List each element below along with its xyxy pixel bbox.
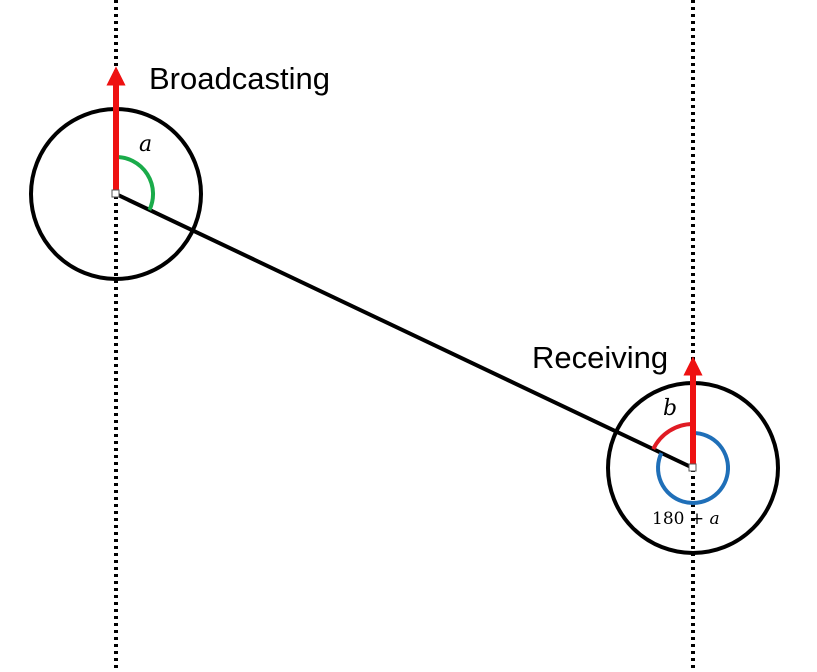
angle-180-plus-a-arc (656, 431, 730, 505)
formula-variable: a (710, 509, 720, 529)
angle-180-plus-a-label: 180 + a (652, 509, 720, 529)
receiving-label: Receiving (532, 340, 668, 375)
broadcasting-label: Broadcasting (149, 61, 330, 96)
angle-b-arc (651, 422, 694, 451)
formula-number: 180 + (652, 509, 710, 529)
broadcasting-center-marker (111, 189, 120, 198)
bearing-line (115, 192, 694, 470)
angle-a-label: a (139, 132, 152, 157)
angle-b-label: b (663, 396, 677, 421)
angle-a-arc (115, 154, 156, 211)
receiving-center-marker (688, 463, 697, 472)
